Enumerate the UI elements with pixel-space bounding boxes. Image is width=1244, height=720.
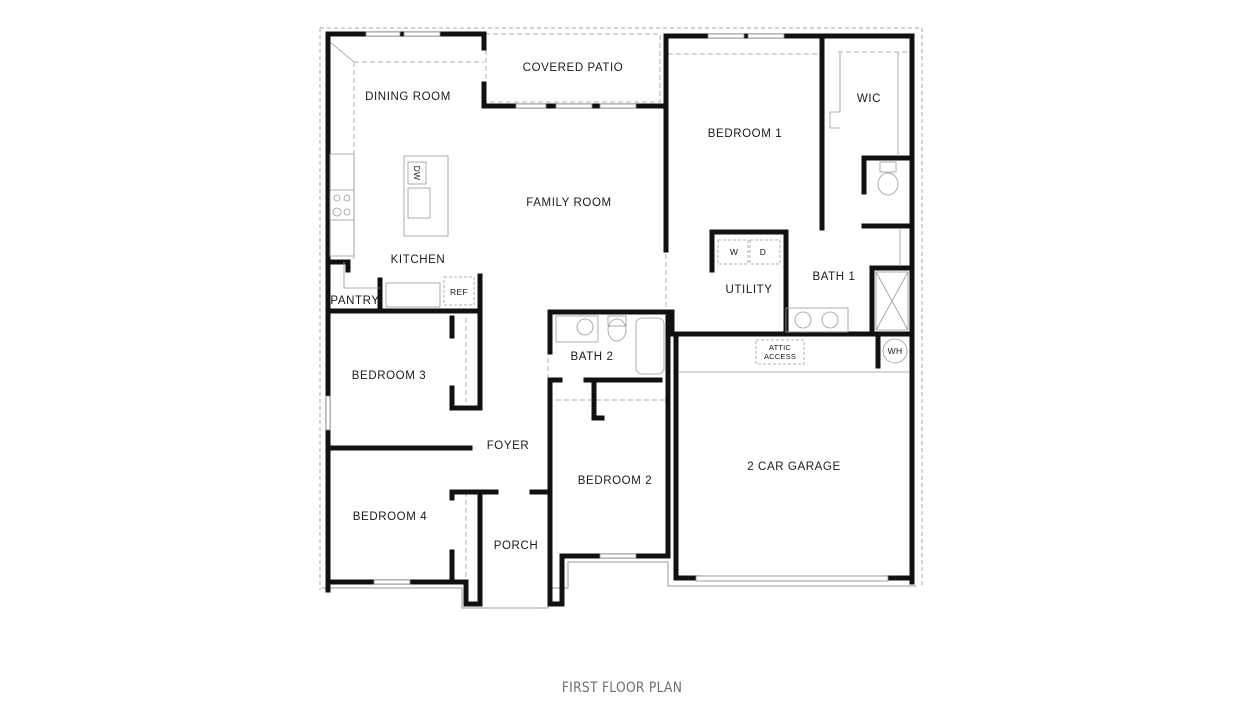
label-foyer: FOYER xyxy=(486,440,530,452)
label-pantry: PANTRY xyxy=(330,295,380,307)
label-bedroom-1: BEDROOM 1 xyxy=(707,128,783,140)
label-water-heater: WH xyxy=(887,346,903,356)
label-bath-1: BATH 1 xyxy=(812,271,856,283)
label-porch: PORCH xyxy=(493,540,539,552)
roof-outline xyxy=(319,27,923,590)
label-bedroom-2: BEDROOM 2 xyxy=(577,475,653,487)
label-washer: W xyxy=(729,247,739,257)
label-dryer: D xyxy=(759,247,767,257)
plan-caption: FIRST FLOOR PLAN xyxy=(561,680,683,696)
label-bedroom-3: BEDROOM 3 xyxy=(351,370,427,382)
attic-line-2: ACCESS xyxy=(763,352,797,361)
label-dishwasher: DW xyxy=(412,165,422,181)
label-dining-room: DINING ROOM xyxy=(365,91,451,103)
label-wic: WIC xyxy=(856,93,882,105)
label-garage: 2 CAR GARAGE xyxy=(747,461,841,473)
label-bedroom-4: BEDROOM 4 xyxy=(352,511,428,523)
label-utility: UTILITY xyxy=(725,284,773,296)
label-attic-access: ATTIC ACCESS xyxy=(764,343,796,361)
attic-line-1: ATTIC xyxy=(768,343,792,352)
label-refrigerator: REF xyxy=(450,287,468,297)
label-family-room: FAMILY ROOM xyxy=(526,197,612,209)
label-kitchen: KITCHEN xyxy=(390,254,446,266)
label-covered-patio: COVERED PATIO xyxy=(522,62,624,74)
label-bath-2: BATH 2 xyxy=(570,351,614,363)
